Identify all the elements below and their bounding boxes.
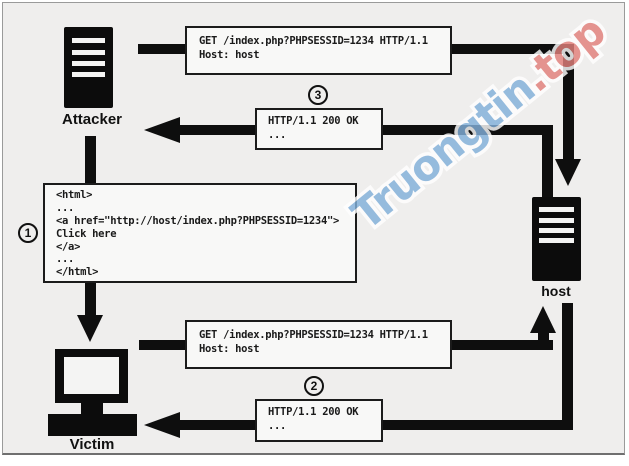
code-line: Click here [56,227,117,240]
arrowhead-left-icon [144,117,180,143]
server-stripe [539,228,574,233]
request-line: Host: host [199,343,260,355]
server-stripe [72,72,105,77]
server-stripe [539,207,574,212]
request-line: GET /index.php?PHPSESSID=1234 HTTP/1.1 [199,35,428,47]
arrowhead-left-icon [144,412,180,438]
victim-response-box: HTTP/1.1 200 OK ... [255,399,383,442]
step-2-badge: 2 [304,376,324,396]
arrow-shaft [538,332,549,350]
arrow-shaft [542,127,553,197]
response-line: HTTP/1.1 200 OK [268,406,359,418]
monitor-stand [81,400,103,416]
response-line: ... [268,129,287,141]
arrowhead-up-icon [530,306,556,333]
computer-base [48,414,137,436]
victim-computer-icon [55,349,128,403]
server-stripe [539,218,574,223]
server-stripe [539,238,574,243]
code-line: ... [56,201,75,214]
server-stripe [72,38,105,43]
arrowhead-down-icon [77,315,103,342]
request-line: GET /index.php?PHPSESSID=1234 HTTP/1.1 [199,329,428,341]
request-line: Host: host [199,49,260,61]
step-3-badge: 3 [308,85,328,105]
host-label: host [541,283,571,299]
response-line: HTTP/1.1 200 OK [268,115,359,127]
attacker-label: Attacker [61,111,123,128]
arrowhead-down-icon [555,159,581,186]
victim-label: Victim [69,436,115,453]
server-stripe [72,61,105,66]
attacker-request-box: GET /index.php?PHPSESSID=1234 HTTP/1.1 H… [185,26,452,75]
code-line: <a href="http://host/index.php?PHPSESSID… [56,214,340,227]
code-line: </html> [56,266,99,279]
victim-request-box: GET /index.php?PHPSESSID=1234 HTTP/1.1 H… [185,320,452,369]
malicious-html-code-box: <html> ... <a href="http://host/index.ph… [43,183,357,283]
monitor-screen [64,357,119,394]
attacker-response-box: HTTP/1.1 200 OK ... [255,108,383,150]
arrow-shaft [562,303,573,430]
step-1-badge: 1 [18,223,38,243]
code-line: </a> [56,240,81,253]
host-server-icon [532,197,581,281]
attacker-server-icon [64,27,113,108]
code-line: ... [56,253,75,266]
server-stripe [72,50,105,55]
arrow-shaft [563,44,574,160]
code-line: <html> [56,189,93,201]
response-line: ... [268,420,287,432]
